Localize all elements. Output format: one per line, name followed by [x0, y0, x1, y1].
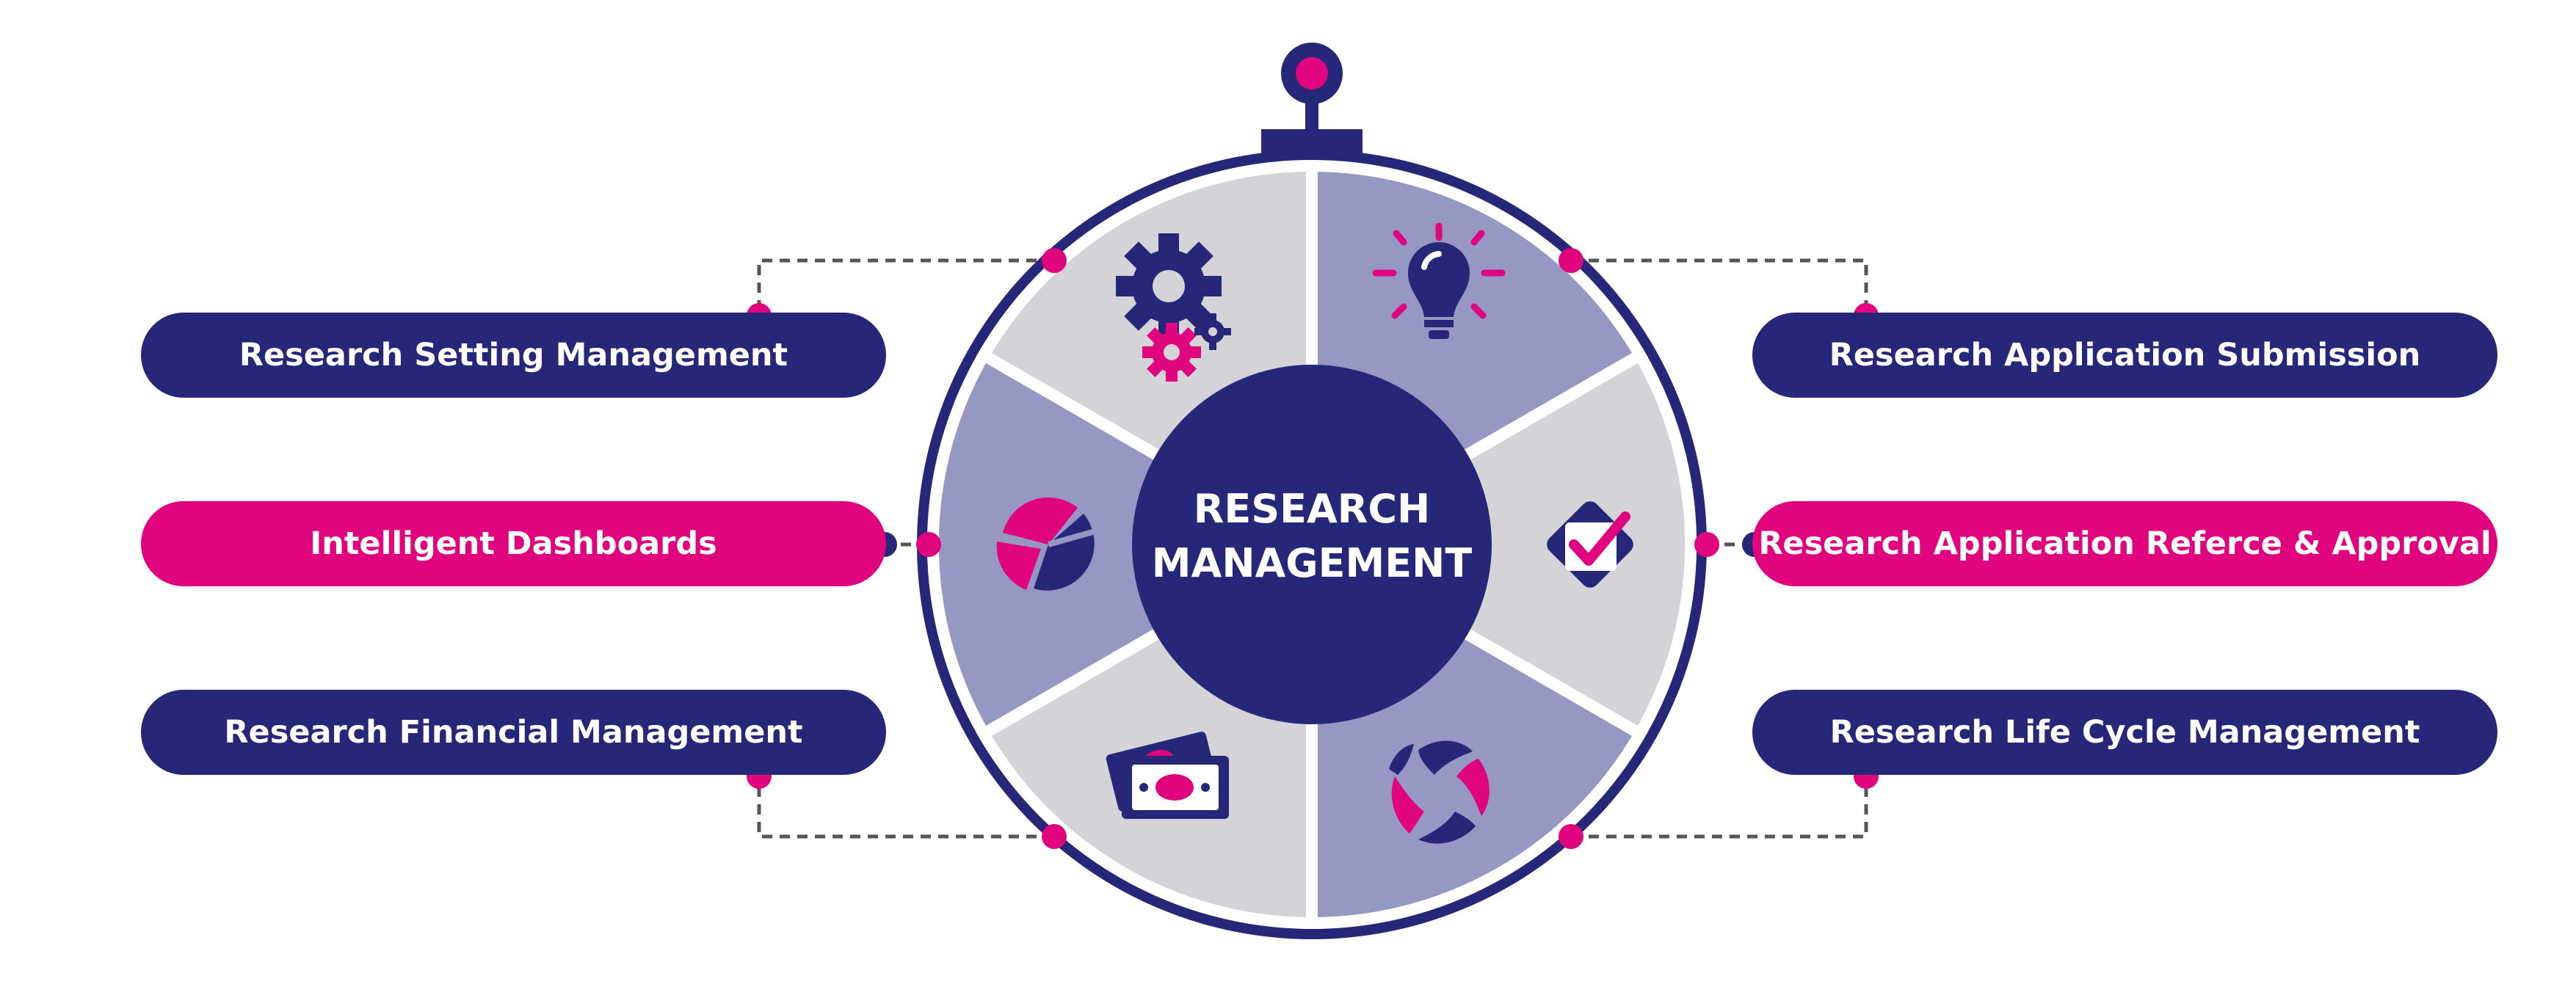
module-research-application-submission: Research Application Submission [1752, 313, 2497, 398]
center-title-line2: MANAGEMENT [1152, 540, 1473, 586]
dot-ring-bottom-right [1559, 824, 1583, 849]
cycle-icon [1389, 740, 1490, 844]
center-hub [1132, 365, 1492, 724]
module-label: Research Application Submission [1829, 337, 2421, 373]
connector-right-3 [1571, 776, 1868, 839]
module-research-setting-management: Research Setting Management [141, 313, 886, 398]
module-label: Research Application Referce & Approval [1758, 525, 2492, 562]
module-research-application-reference-approval: Research Application Referce & Approval [1752, 501, 2497, 586]
checkbox-icon [1547, 501, 1633, 588]
lightbulb-icon [1372, 222, 1506, 339]
knob [1261, 43, 1363, 163]
module-label: Research Setting Management [239, 337, 788, 373]
money-icon [1106, 732, 1229, 819]
connector-left-3 [757, 776, 1054, 839]
module-intelligent-dashboards: Intelligent Dashboards [141, 501, 886, 586]
dot-ring-top-left [1042, 248, 1067, 273]
dot-ring-top-right [1559, 248, 1583, 273]
module-research-financial-management: Research Financial Management [141, 690, 886, 775]
dot-ring-bottom-left [1042, 824, 1067, 849]
pie-chart-icon [996, 497, 1097, 591]
dot-ring-left [916, 532, 941, 557]
gears-icon [1116, 233, 1231, 382]
module-label: Research Financial Management [224, 714, 803, 751]
module-label: Intelligent Dashboards [310, 525, 717, 562]
center-title-line1: RESEARCH [1194, 486, 1430, 532]
dot-ring-right [1694, 532, 1719, 557]
module-label: Research Life Cycle Management [1829, 714, 2420, 751]
connector-right-1 [1571, 258, 1868, 316]
segment-right [1299, 347, 1697, 742]
module-research-life-cycle-management: Research Life Cycle Management [1752, 690, 2497, 775]
connector-left-1 [757, 258, 1054, 316]
